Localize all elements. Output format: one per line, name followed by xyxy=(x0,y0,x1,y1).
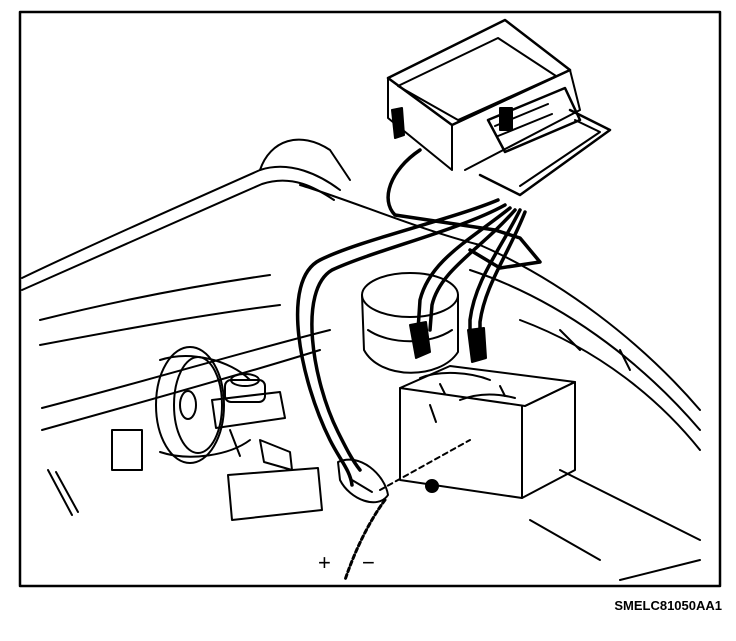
lower-cable xyxy=(343,498,387,582)
battery xyxy=(399,365,576,499)
battery-tester-unit xyxy=(386,18,612,197)
left-structure xyxy=(47,429,143,516)
battery-ground-cable xyxy=(379,439,471,493)
positive-label: + xyxy=(318,550,331,575)
strut-tower xyxy=(361,272,459,374)
reservoir-box xyxy=(227,467,323,521)
cowl-panel xyxy=(39,184,481,431)
master-cylinder xyxy=(211,373,293,471)
negative-label: − xyxy=(362,550,375,575)
brake-booster xyxy=(155,346,251,464)
figure-frame xyxy=(18,10,722,588)
cable-clamps xyxy=(337,321,487,504)
figure-code: SMELC81050AA1 xyxy=(614,598,722,613)
hood-edge xyxy=(21,138,351,291)
tester-cables xyxy=(295,148,542,487)
right-fender xyxy=(469,244,701,581)
